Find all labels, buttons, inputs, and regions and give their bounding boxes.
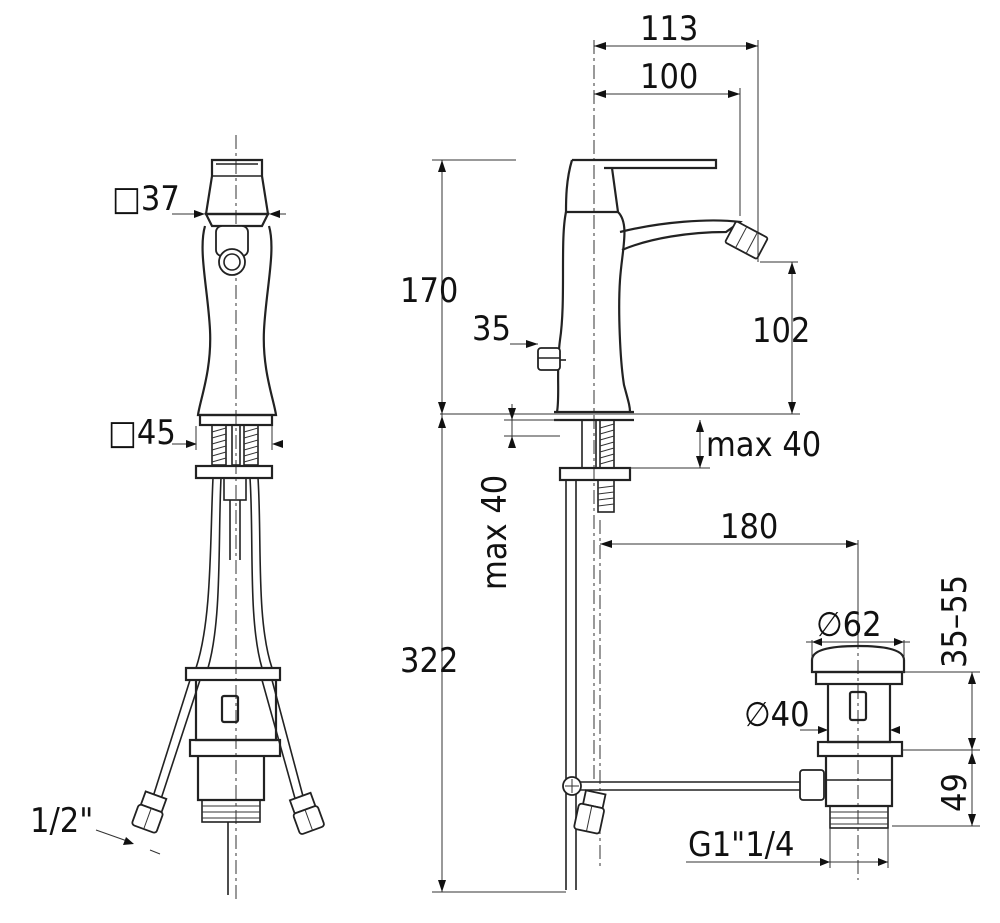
dim-height-170: 170	[400, 271, 458, 311]
dim-spout-102: 102	[752, 311, 810, 351]
waste-view: 180 ∅62 ∅40 35–55 49 G1"1/4	[600, 507, 980, 880]
dim-body-49: 49	[935, 773, 975, 812]
dim-flange-dia-62: ∅62	[816, 605, 882, 645]
dim-rod-180: 180	[720, 507, 778, 547]
dim-deck-max-40-vertical: max 40	[475, 475, 515, 590]
dim-square-45: □45	[108, 413, 176, 453]
dim-body-dia-40: ∅40	[744, 695, 810, 735]
dim-lever-35: 35	[472, 309, 511, 349]
dim-deck-max-40: max 40	[706, 425, 821, 465]
front-view: □37 □45 1/2"	[30, 135, 325, 900]
dim-range-35-55: 35–55	[935, 575, 975, 668]
side-view: 113 100 170 35 102 max 40	[400, 9, 821, 893]
dim-thread-g1-1-4: G1"1/4	[688, 825, 794, 865]
dim-square-37: □37	[112, 179, 180, 219]
dim-reach-113: 113	[640, 9, 698, 49]
dim-hose-thread: 1/2"	[30, 801, 93, 841]
dim-reach-100: 100	[640, 57, 698, 97]
dim-hose-322: 322	[400, 641, 458, 681]
